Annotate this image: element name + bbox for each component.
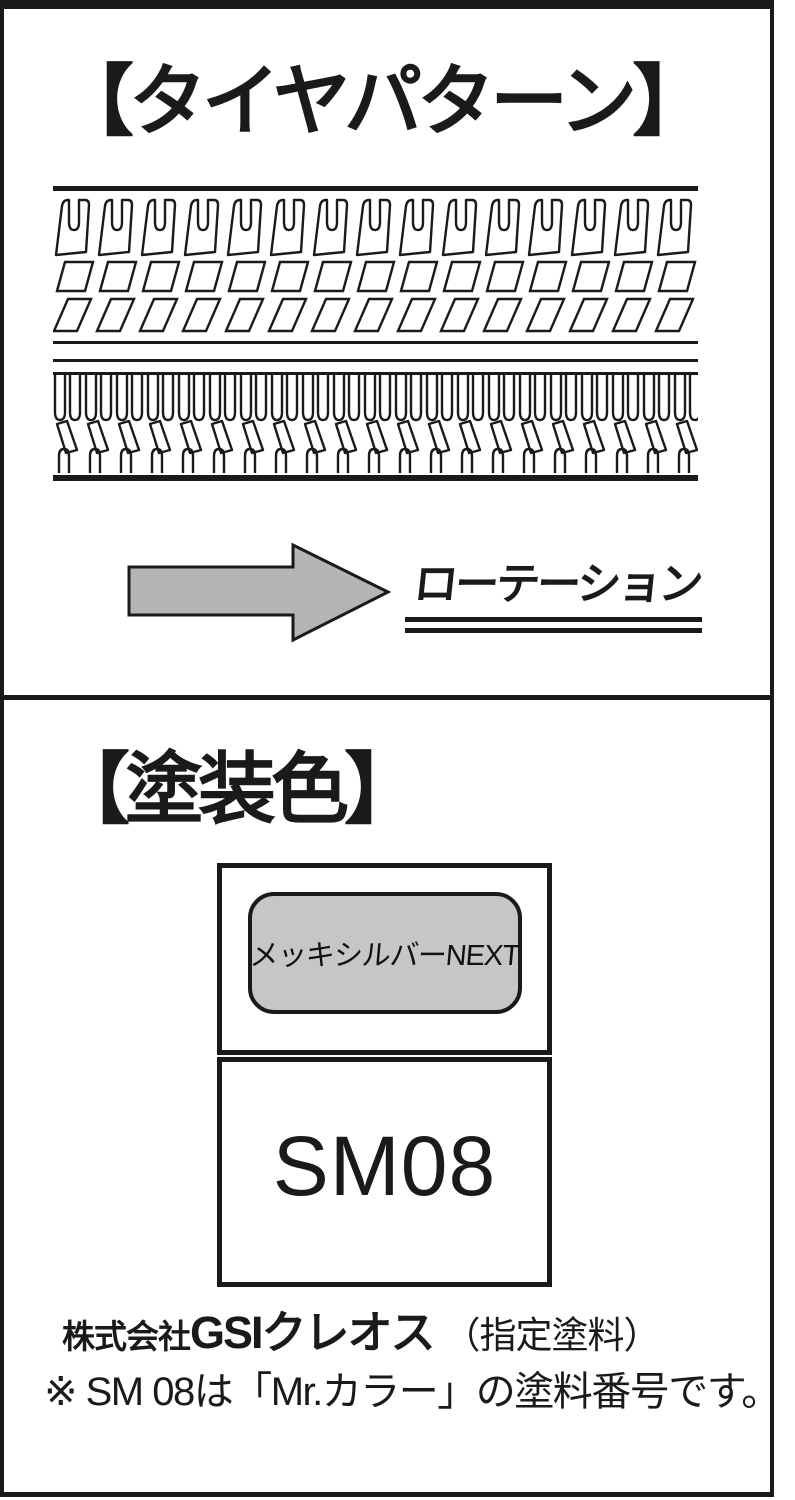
paint-color-title: 【塗装色】 — [52, 745, 422, 833]
rotation-label: ローテーション — [411, 560, 703, 609]
paint-code-text: SM08 — [272, 1118, 497, 1213]
maker-note-text: （指定塗料） — [443, 1315, 661, 1356]
paint-bottle-body-box: SM08 — [217, 1057, 552, 1287]
tire-pattern-title: 【タイヤパターン】 — [56, 57, 710, 145]
maker-name-text: GSIクレオス — [190, 1307, 436, 1358]
rotation-underline-top — [405, 617, 702, 622]
paint-code-footnote: ※ SM 08は「Mr.カラー」の塗料番号です。 — [44, 1370, 781, 1414]
maker-line: 株式会社 GSIクレオス （指定塗料） — [62, 1306, 661, 1360]
rotation-underline-bottom — [405, 628, 702, 633]
tire-tread-pattern-illustration — [53, 186, 698, 481]
rotation-arrow-icon — [127, 543, 392, 643]
maker-prefix-text: 株式会社 — [62, 1318, 191, 1355]
paint-name-label: メッキシルバーNEXT — [248, 892, 522, 1014]
paint-name-text: メッキシルバーNEXT — [248, 940, 521, 972]
